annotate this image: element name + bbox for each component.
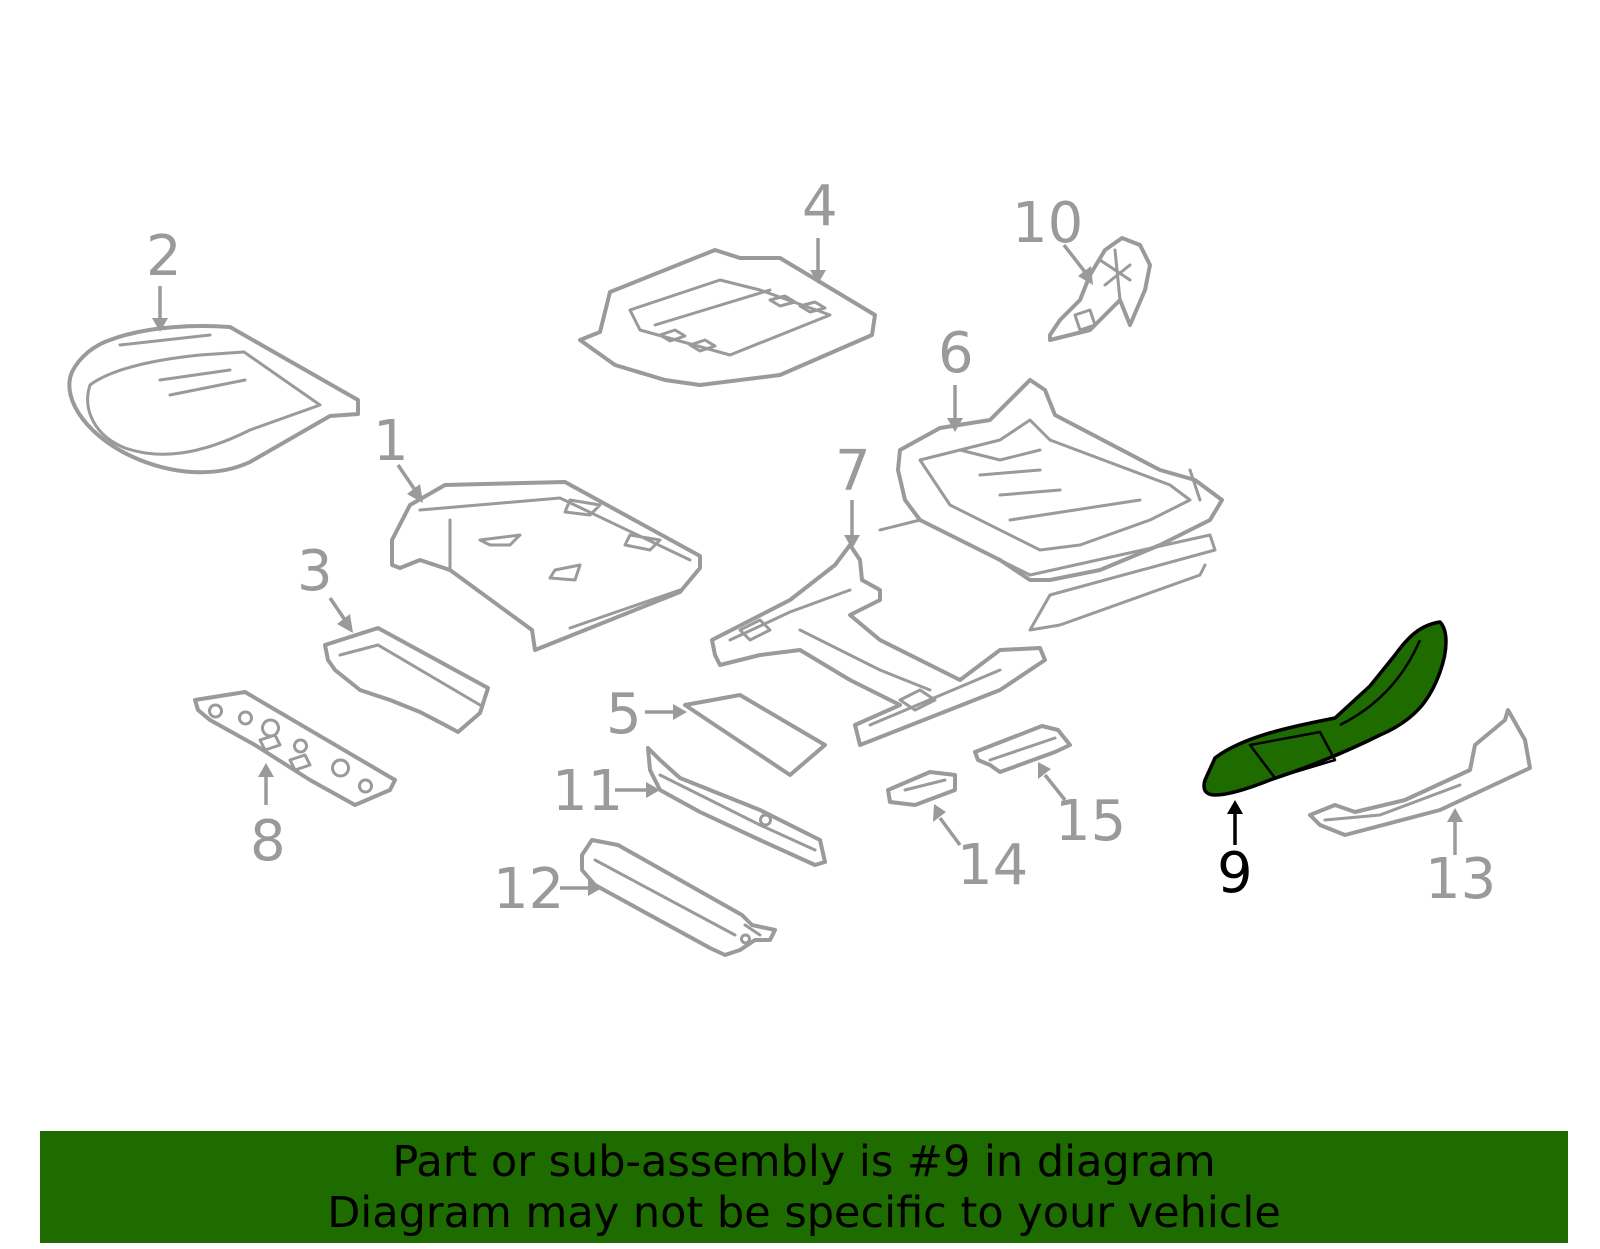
- arrowhead-12: [588, 880, 602, 896]
- arrowhead-6: [947, 418, 963, 432]
- arrow-3: [328, 597, 347, 621]
- arrowhead-4: [810, 270, 826, 284]
- part-4-cushion-pad[interactable]: [578, 248, 877, 387]
- part-11-side-trim[interactable]: [646, 746, 827, 867]
- part-9-side-shield-highlighted[interactable]: [1202, 620, 1448, 797]
- arrowhead-9: [1227, 800, 1243, 814]
- arrowhead-5: [673, 704, 687, 720]
- arrow-14: [938, 816, 962, 847]
- part-2-seat-cushion-cover[interactable]: [67, 324, 360, 475]
- callout-15: 15: [1055, 789, 1126, 854]
- arrowhead-13: [1447, 808, 1463, 822]
- arrowhead-11: [646, 782, 660, 798]
- callout-2: 2: [146, 224, 182, 289]
- callout-7: 7: [835, 439, 871, 504]
- arrowhead-1: [407, 484, 423, 503]
- callout-arrows: [152, 238, 1463, 896]
- arrow-15: [1043, 773, 1067, 802]
- banner-line-1: Part or sub-assembly is #9 in diagram: [392, 1137, 1216, 1187]
- info-banner: Part or sub-assembly is #9 in diagram Di…: [40, 1131, 1568, 1243]
- callout-14: 14: [957, 833, 1028, 898]
- arrow-10: [1062, 243, 1087, 274]
- callout-12: 12: [493, 857, 564, 922]
- part-8-panel[interactable]: [193, 690, 397, 807]
- banner-line-2: Diagram may not be specific to your vehi…: [327, 1188, 1281, 1238]
- callout-1: 1: [373, 409, 409, 474]
- arrow-1: [396, 464, 417, 491]
- arrowhead-7: [844, 535, 860, 549]
- part-7-seat-track[interactable]: [710, 543, 1047, 747]
- callout-4: 4: [802, 174, 838, 239]
- callout-13: 13: [1425, 847, 1496, 912]
- part-5-trim-plate[interactable]: [683, 693, 827, 777]
- part-12-lower-trim[interactable]: [580, 838, 777, 957]
- part-3-insulator[interactable]: [323, 626, 490, 734]
- callout-6: 6: [938, 321, 974, 386]
- part-1-cushion-frame[interactable]: [390, 480, 702, 652]
- arrowhead-15: [1038, 762, 1051, 779]
- arrowhead-14: [933, 804, 946, 822]
- arrowhead-2: [152, 318, 168, 332]
- callout-5: 5: [606, 682, 642, 747]
- part-6-seat-frame[interactable]: [878, 378, 1224, 632]
- callout-9: 9: [1217, 841, 1253, 906]
- callout-11: 11: [552, 759, 623, 824]
- part-15-clip[interactable]: [973, 724, 1072, 774]
- callout-3: 3: [297, 539, 333, 604]
- arrowhead-3: [337, 614, 353, 633]
- callout-labels: 2 4 10 6 1 7 3 8 5 11 12 14 15 13 9: [146, 174, 1496, 922]
- part-13-side-shield-lower[interactable]: [1308, 708, 1532, 837]
- part-10-bracket[interactable]: [1048, 236, 1152, 342]
- callout-10: 10: [1012, 191, 1083, 256]
- part-14-clip[interactable]: [886, 770, 957, 807]
- callout-8: 8: [250, 809, 286, 874]
- arrowhead-8: [258, 763, 274, 777]
- arrowhead-10: [1078, 266, 1093, 285]
